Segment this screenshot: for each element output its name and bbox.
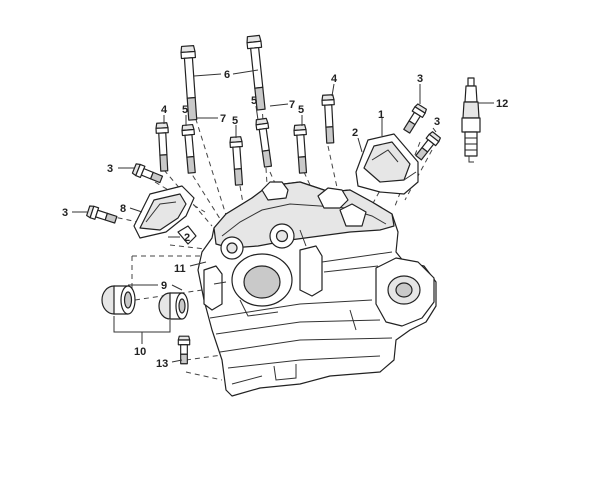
- callout-8: 8: [120, 203, 126, 215]
- bolt-5-d: [293, 123, 310, 174]
- callout-3-left-bottom: 3: [62, 207, 68, 219]
- bolt-5-c: [254, 117, 275, 169]
- callout-2-left: 2: [184, 232, 190, 244]
- bolt-5-b: [229, 135, 246, 186]
- callout-5-d: 5: [298, 104, 304, 116]
- dowel-bushing-left: [101, 285, 136, 315]
- spark-plug: [461, 77, 481, 163]
- callout-10: 10: [134, 346, 146, 358]
- callout-9: 9: [161, 280, 167, 292]
- callout-labels: 6 4 5 7 5 5 7 5 4 3 1 2 3 12 3 3 8 2 11 …: [62, 69, 508, 370]
- head-bolt-long-right: [245, 34, 269, 111]
- callout-3-right-top: 3: [417, 73, 423, 85]
- callout-6: 6: [224, 69, 230, 81]
- cylinder-head: [197, 181, 437, 397]
- leader-lines: [72, 69, 494, 363]
- callout-12: 12: [496, 98, 508, 110]
- bolt-4-left: [155, 122, 171, 172]
- callout-2-right: 2: [352, 127, 358, 139]
- callout-3-left-top: 3: [107, 163, 113, 175]
- callout-13: 13: [156, 358, 168, 370]
- cover-right: [355, 133, 419, 195]
- callout-7-right: 7: [289, 99, 295, 111]
- callout-4-left: 4: [161, 104, 168, 116]
- bolt-3-cover-left-bottom: [85, 204, 119, 227]
- dowel-bushing-right: [158, 292, 189, 320]
- callout-4-right: 4: [331, 73, 338, 85]
- callout-7-left: 7: [220, 113, 226, 125]
- cover-left: [133, 185, 197, 245]
- callout-3-right-bottom: 3: [434, 116, 440, 128]
- callout-5-b: 5: [232, 115, 238, 127]
- bolt-4-right: [321, 94, 337, 144]
- callout-11: 11: [174, 263, 186, 275]
- callout-5-c: 5: [251, 95, 257, 107]
- bolt-5-a: [180, 123, 199, 174]
- bolt-3-cover-right-top: [401, 102, 428, 135]
- callout-1: 1: [378, 109, 384, 121]
- bolt-3-cover-left-top: [131, 162, 165, 186]
- callout-5-a: 5: [182, 104, 188, 116]
